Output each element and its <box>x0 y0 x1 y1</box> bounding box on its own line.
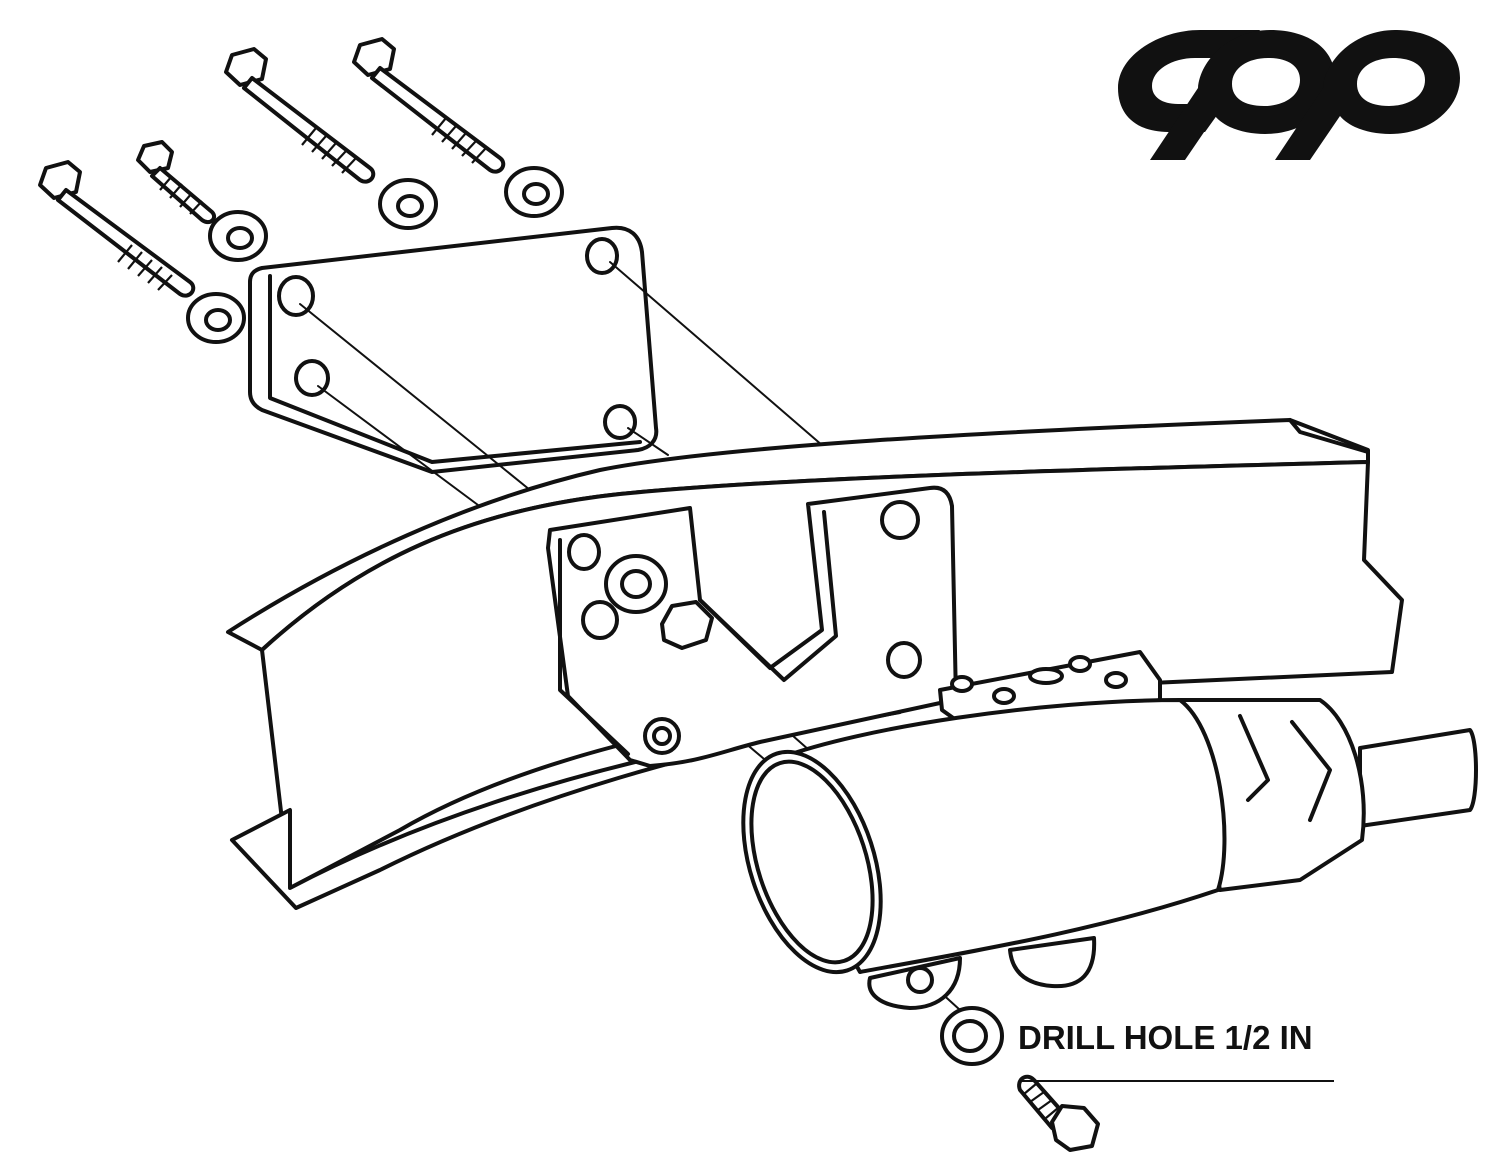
washer <box>378 178 438 230</box>
callout-underline <box>1022 1080 1334 1082</box>
steering-box <box>741 650 1478 1010</box>
plate-hole <box>585 237 619 275</box>
bracket-nut <box>660 600 714 650</box>
washer <box>186 292 246 344</box>
bracket-hole <box>886 641 922 679</box>
bracket-hole <box>567 533 601 571</box>
bracket-hole <box>581 600 619 640</box>
short-bolt <box>136 140 217 225</box>
plate-hole <box>277 275 315 317</box>
frame-bracket <box>546 485 1002 768</box>
washer <box>504 166 564 218</box>
long-bolt <box>38 160 196 298</box>
backing-plate <box>248 225 659 474</box>
drill-hole-callout: DRILL HOLE 1/2 IN <box>1018 1019 1313 1056</box>
washer <box>208 210 268 262</box>
bracket-hole <box>880 500 920 540</box>
plate-hole <box>603 404 637 440</box>
lower-bolt <box>1017 1074 1100 1152</box>
long-bolt <box>352 37 506 174</box>
cpp-logo <box>1118 30 1460 160</box>
long-bolt <box>224 47 376 184</box>
lower-washer <box>940 1006 1004 1066</box>
